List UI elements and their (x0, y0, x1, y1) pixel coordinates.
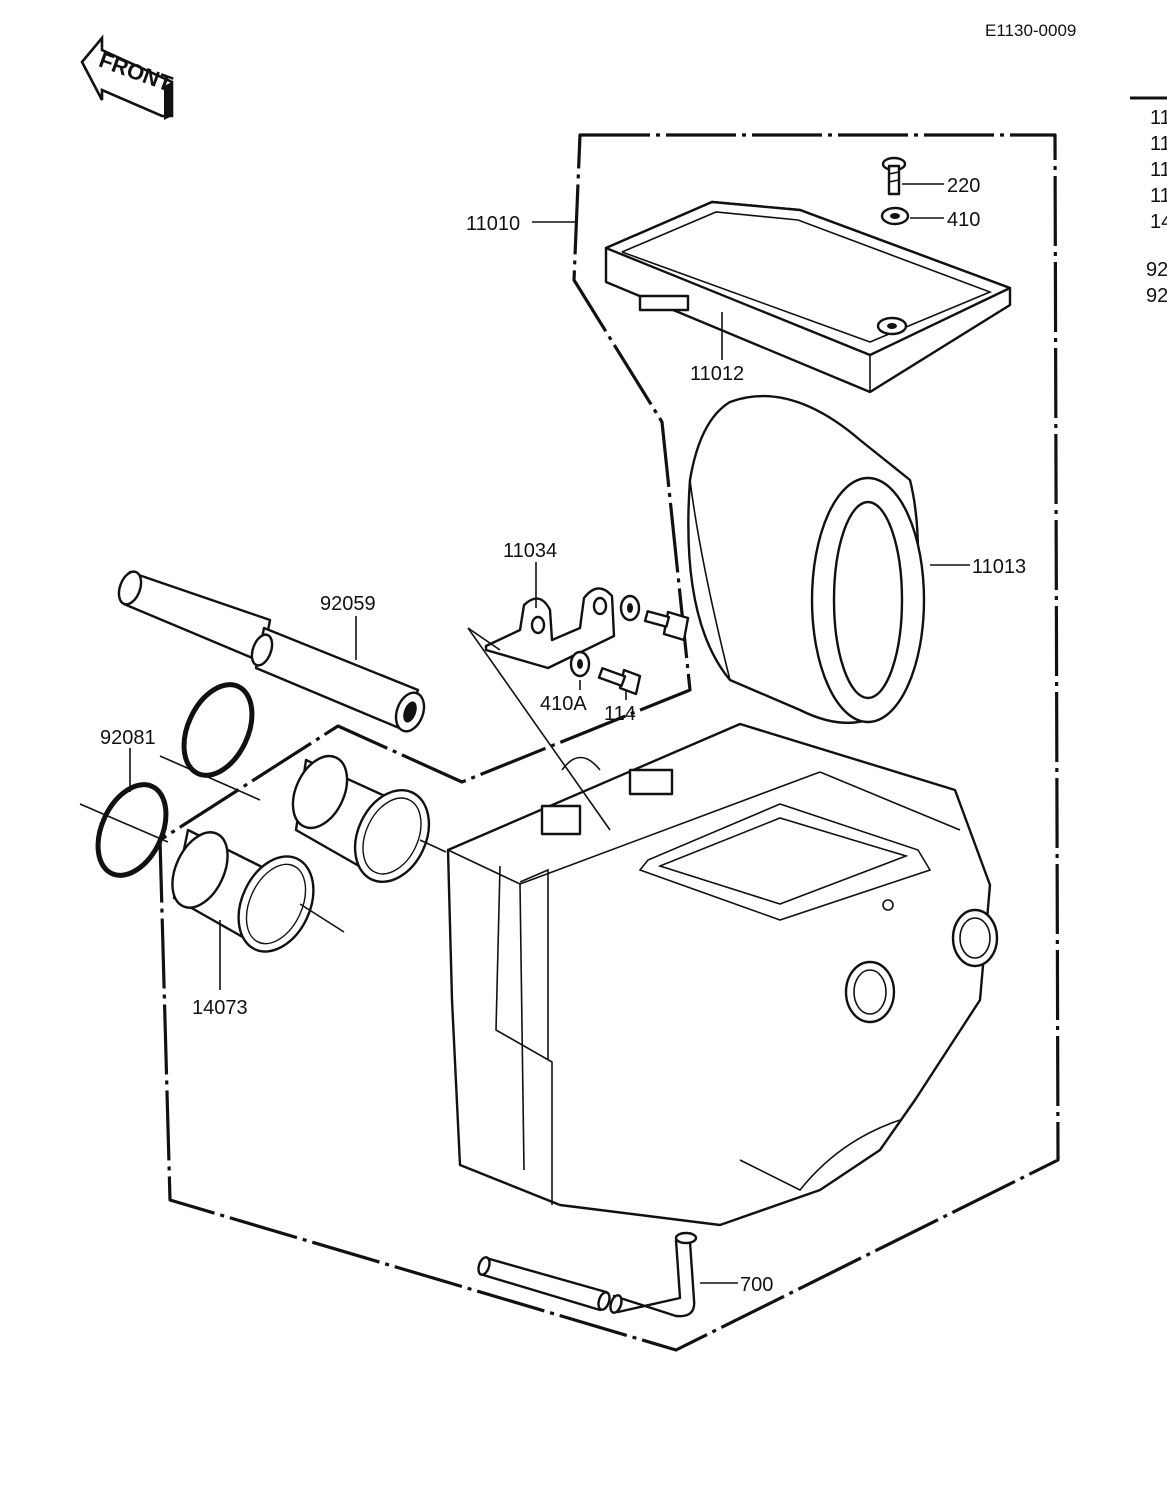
air-filter-element (687, 395, 926, 725)
intake-duct (291, 754, 431, 884)
side-list-item: 11 (1150, 107, 1167, 129)
side-list-item: 11 (1150, 159, 1167, 181)
drain-hose (477, 1231, 698, 1318)
assembly-boundary (158, 133, 1060, 1352)
callout-410a: 410A (540, 693, 587, 715)
bolt-icon (643, 610, 690, 642)
washer-icon (880, 206, 910, 226)
callout-11013: 11013 (972, 556, 1026, 578)
callout-220: 220 (947, 175, 980, 197)
callout-14073: 14073 (192, 997, 248, 1019)
side-list-item: 14 (1150, 211, 1167, 233)
side-list-item: 11 (1150, 185, 1167, 207)
washer-icon (569, 650, 591, 678)
callout-11012: 11012 (690, 363, 744, 385)
air-cleaner-cover (604, 200, 1012, 394)
bolt-icon (597, 666, 642, 696)
callout-410: 410 (947, 209, 980, 231)
breather-hose (117, 570, 426, 733)
diagram-code: E1130-0009 (985, 21, 1076, 40)
washer-icon (619, 594, 641, 622)
front-arrow-icon: FRONT (80, 34, 176, 120)
intake-duct (171, 828, 315, 953)
o-ring-icon (181, 682, 255, 778)
callout-92059: 92059 (320, 593, 376, 615)
mounting-bracket (484, 587, 616, 670)
leader-lines (79, 183, 970, 1284)
callout-92081: 92081 (100, 727, 156, 749)
callout-700: 700 (740, 1274, 773, 1296)
callout-11034: 11034 (503, 540, 557, 562)
side-list-item: 92 (1146, 259, 1167, 281)
callout-11010: 11010 (466, 213, 520, 235)
callout-114: 114 (604, 703, 636, 725)
side-parts-list: 11 11 11 11 14 92 92 (1130, 96, 1167, 307)
side-list-item: 92 (1146, 285, 1167, 307)
o-ring-icon (95, 782, 169, 878)
screw-icon (881, 156, 907, 196)
air-cleaner-housing (446, 722, 999, 1227)
side-list-item: 11 (1150, 133, 1167, 155)
